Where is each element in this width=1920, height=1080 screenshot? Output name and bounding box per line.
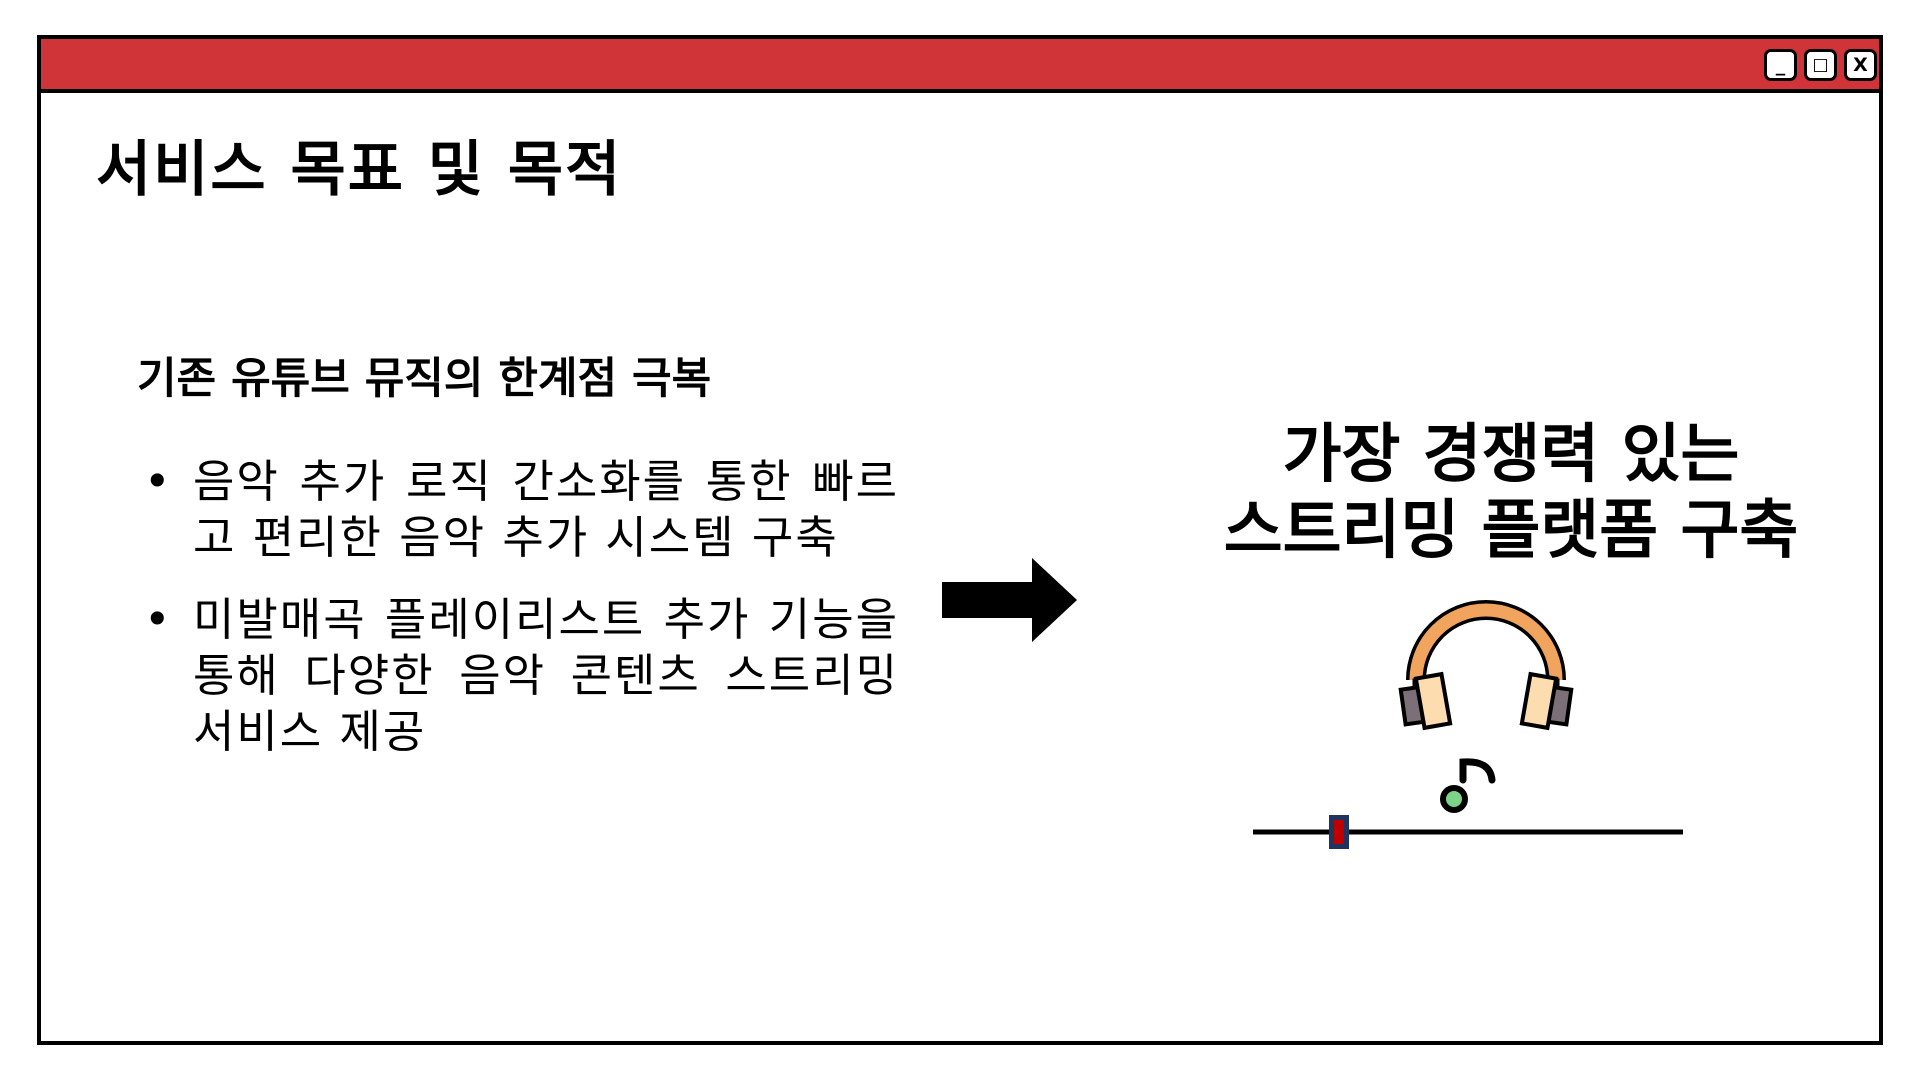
title-bar: _ □ X [41, 39, 1879, 93]
music-player-illustration [1253, 600, 1683, 849]
progress-handle[interactable] [1329, 815, 1349, 849]
bullet-item: 미발매곡 플레이리스트 추가 기능을 통해 다양한 음악 콘텐츠 스트리밍 서비… [109, 592, 899, 760]
right-title: 가장 경쟁력 있는 스트리밍 플랫폼 구축 [1161, 417, 1861, 569]
bullet-list: 음악 추가 로직 간소화를 통한 빠르고 편리한 음악 추가 시스템 구축 미발… [109, 454, 899, 786]
close-button[interactable]: X [1844, 49, 1877, 81]
window-frame: _ □ X 서비스 목표 및 목적 기존 유튜브 뮤직의 한계점 극복 음악 추… [37, 35, 1883, 1045]
right-title-line: 가장 경쟁력 있는 [1282, 418, 1740, 492]
music-note-icon [1440, 758, 1496, 813]
right-title-line: 스트리밍 플랫폼 구축 [1223, 494, 1799, 568]
maximize-button[interactable]: □ [1804, 49, 1837, 81]
bullet-item: 음악 추가 로직 간소화를 통한 빠르고 편리한 음악 추가 시스템 구축 [109, 454, 899, 566]
left-heading: 기존 유튜브 뮤직의 한계점 극복 [137, 354, 712, 404]
slide-title: 서비스 목표 및 목적 [96, 135, 623, 205]
minimize-button[interactable]: _ [1764, 49, 1797, 81]
right-arrow-icon [942, 558, 1077, 642]
headphones-icon [1398, 600, 1574, 731]
